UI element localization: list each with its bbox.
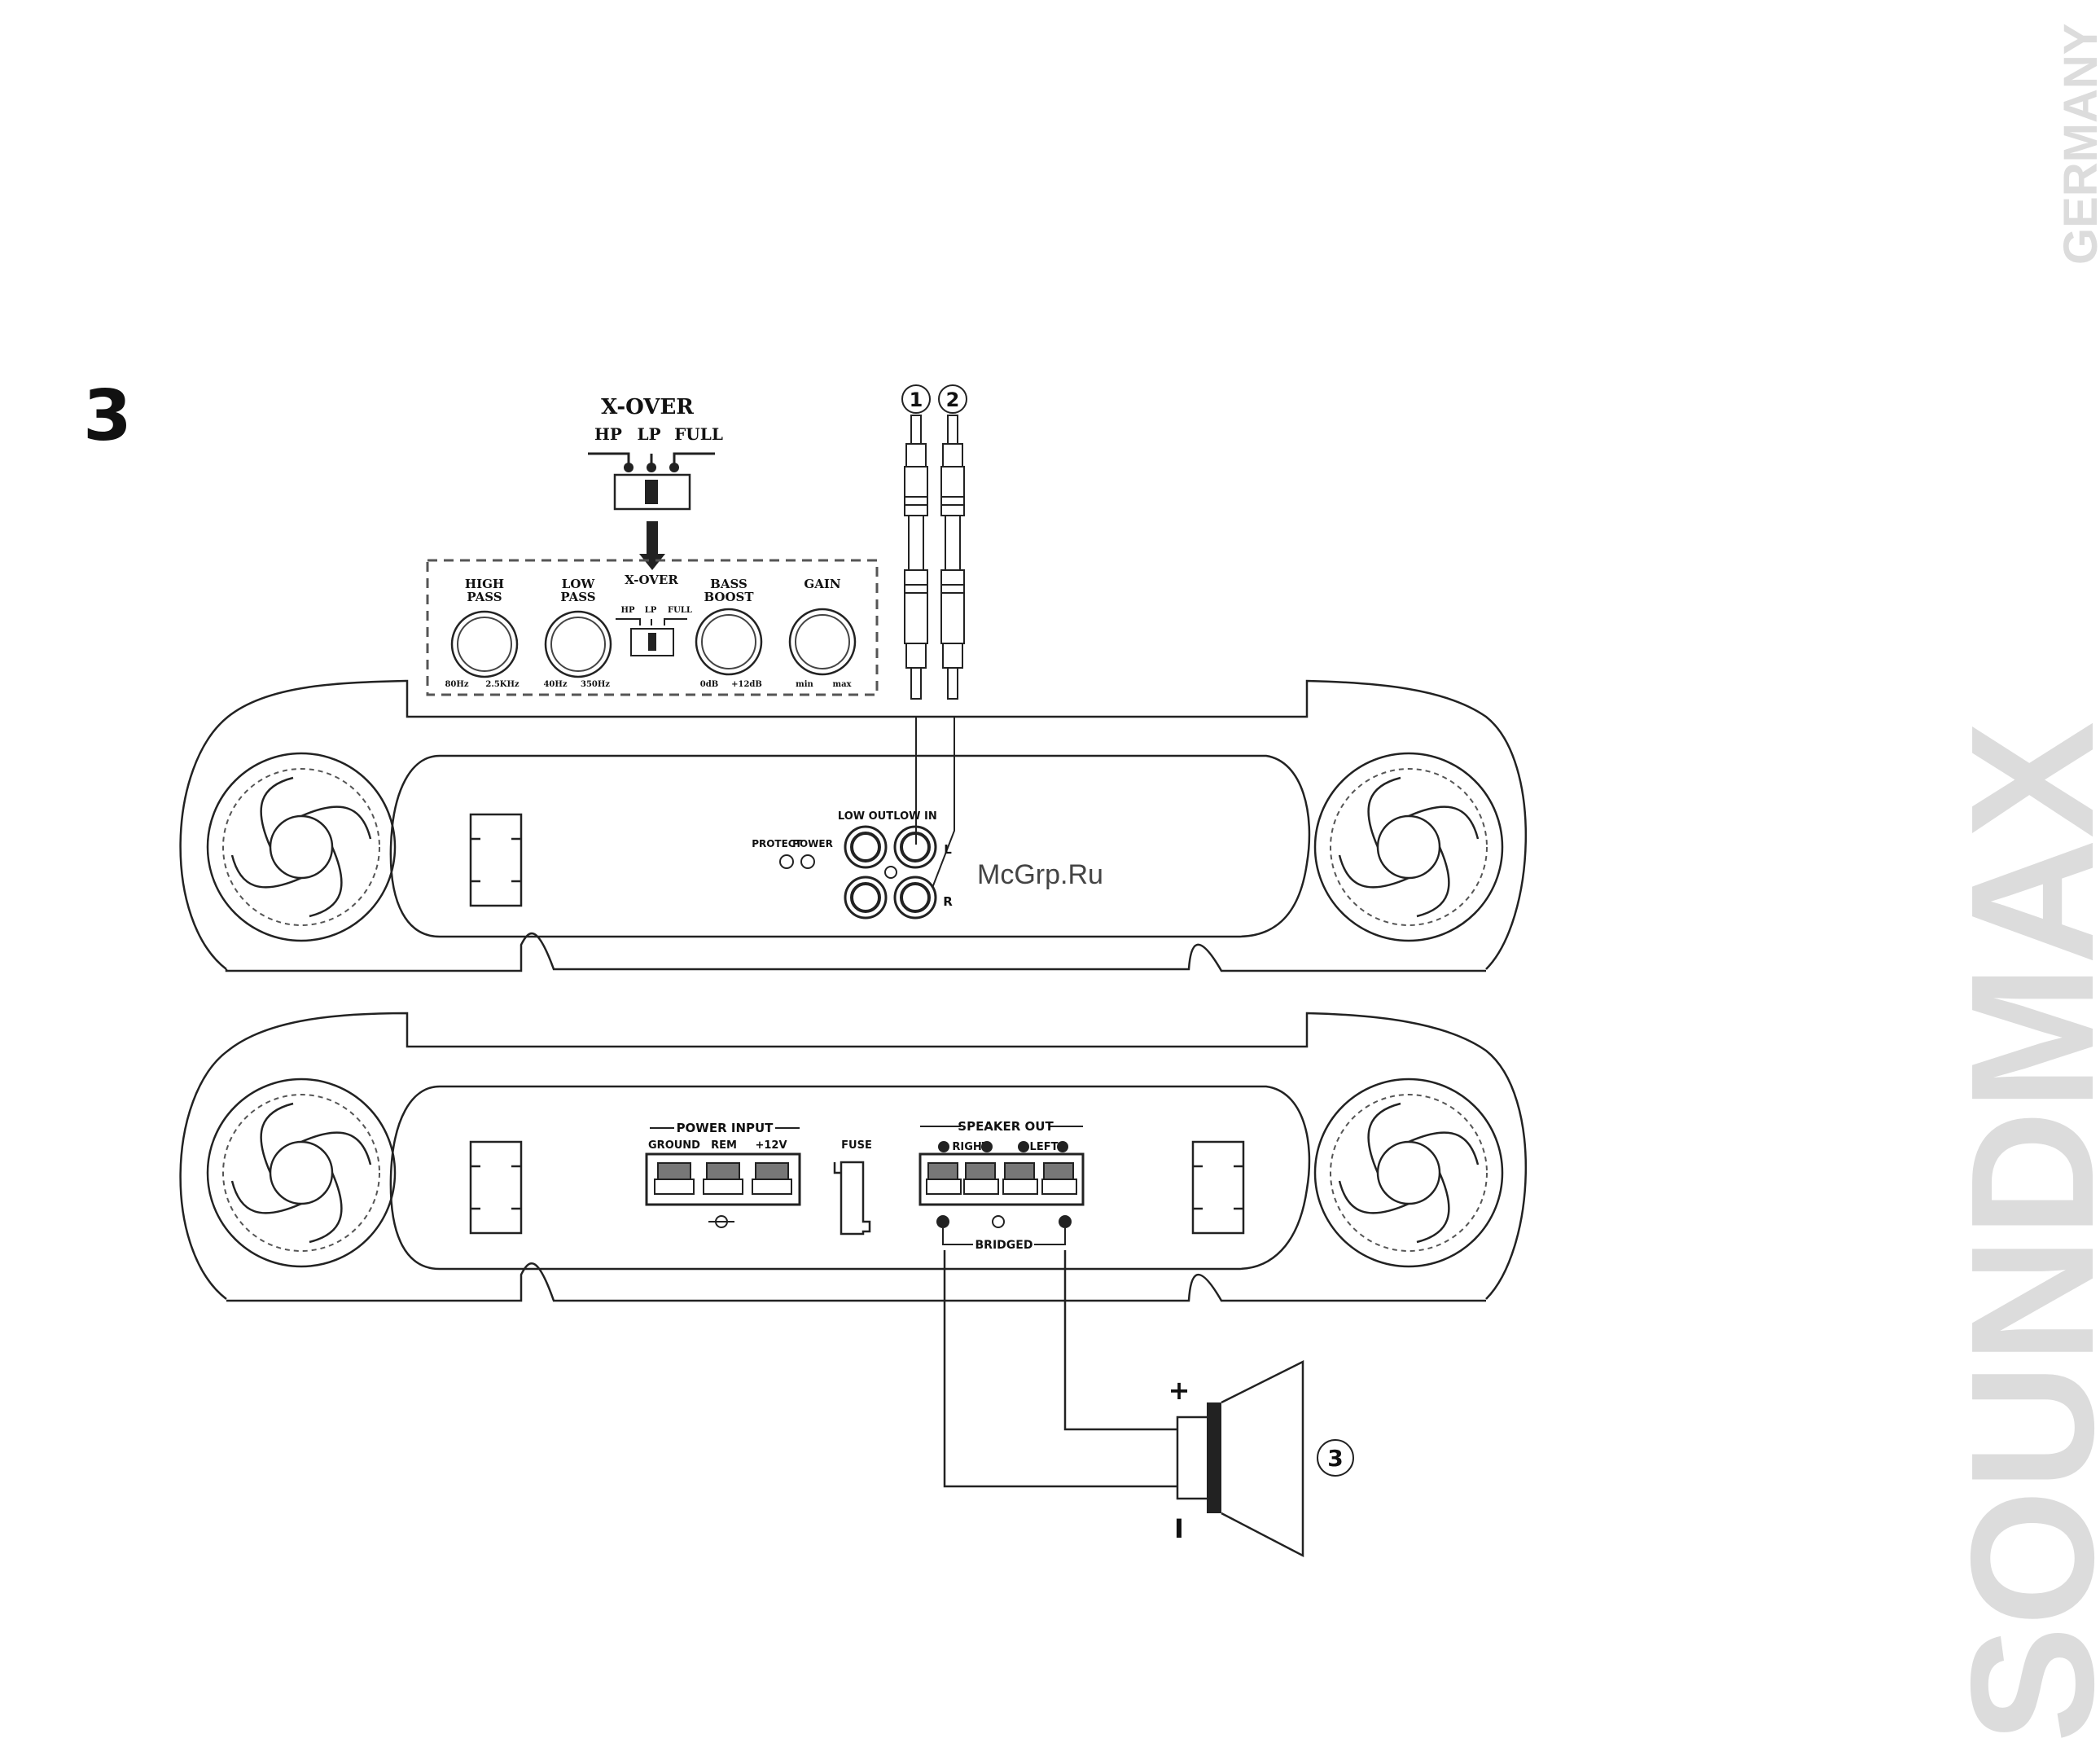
low-out-label: LOW OUT	[838, 810, 893, 823]
rca-plug-1	[905, 415, 927, 699]
figure-number: 3	[83, 375, 132, 457]
low-pass-label-2: PASS	[560, 590, 595, 604]
mount-bracket-right-rear	[1193, 1142, 1243, 1233]
svg-text:3: 3	[1327, 1445, 1343, 1472]
speaker-minus-label: I	[1174, 1513, 1184, 1544]
high-pass-min: 80Hz	[445, 680, 468, 689]
channel-left-label: L	[944, 842, 952, 857]
channel-right-label: R	[943, 894, 953, 909]
speaker-wire-negative	[945, 1250, 1177, 1486]
left-channel-label: LEFT	[1030, 1141, 1059, 1153]
rca-plug-2	[941, 415, 964, 699]
brand-sub: GERMANY	[2054, 24, 2100, 265]
low-in-right-jack	[895, 877, 936, 918]
low-out-left-jack	[845, 827, 886, 867]
bass-boost-max: +12dB	[731, 680, 762, 689]
rem-label: REM	[711, 1139, 737, 1152]
gain-max: max	[832, 680, 852, 689]
gain-knob	[790, 609, 855, 674]
low-in-label: LOW IN	[893, 810, 936, 823]
bridged-label: BRIDGED	[975, 1239, 1033, 1252]
xover-lp: LP	[645, 606, 657, 615]
svg-text:2: 2	[946, 388, 960, 411]
fuse-holder	[835, 1162, 870, 1234]
mount-bracket-left-rear	[471, 1142, 521, 1233]
speaker-icon: + I 3	[1168, 1362, 1353, 1556]
left-fan-icon	[208, 753, 395, 941]
power-input-label: POWER INPUT	[677, 1121, 774, 1135]
power-label: POWER	[792, 838, 833, 849]
high-pass-label-2: PASS	[467, 590, 502, 604]
xover-hp: HP	[621, 606, 635, 615]
low-out-right-jack	[845, 877, 886, 918]
low-pass-knob	[546, 612, 611, 677]
right-fan-icon	[1315, 753, 1502, 941]
svg-text:1: 1	[910, 388, 923, 411]
amplifier-rear: POWER INPUT GROUND REM +12V FUSE SPEAKER…	[181, 1013, 1526, 1301]
controls-panel: HIGH PASS 80Hz 2.5KHz LOW PASS 40Hz 350H…	[427, 560, 877, 695]
amplifier-front: PROTECT POWER LOW OUT LOW IN L R	[181, 681, 1526, 971]
high-pass-knob	[452, 612, 517, 677]
xover-zoom-title: X-OVER	[601, 395, 694, 419]
low-in-left-jack	[895, 827, 936, 867]
bass-boost-min: 0dB	[700, 680, 718, 689]
speaker-out-label: SPEAKER OUT	[958, 1119, 1054, 1134]
xover-zoom-lp: LP	[637, 424, 660, 444]
xover-zoom-full: FULL	[674, 424, 723, 444]
right-fan-icon-rear	[1315, 1079, 1502, 1266]
xover-zoom: X-OVER HP LP FULL	[588, 395, 723, 570]
high-pass-max: 2.5KHz	[485, 680, 520, 689]
gain-min: min	[796, 680, 813, 689]
bass-boost-label-2: BOOST	[704, 590, 754, 604]
left-fan-icon-rear	[208, 1079, 395, 1266]
plus12v-label: +12V	[755, 1139, 787, 1152]
watermark-text: McGrp.Ru	[977, 859, 1103, 890]
xover-label: X-OVER	[625, 573, 678, 587]
mount-bracket-left	[471, 814, 521, 906]
low-pass-max: 350Hz	[581, 680, 610, 689]
brand-logo: SOUNDMAX	[1934, 722, 2100, 1743]
low-pass-min: 40Hz	[543, 680, 567, 689]
fuse-label: FUSE	[841, 1139, 872, 1152]
xover-zoom-hp: HP	[594, 424, 622, 444]
protect-led	[780, 855, 793, 868]
speaker-plus-label: +	[1168, 1375, 1190, 1406]
ground-label: GROUND	[648, 1139, 700, 1152]
power-led	[801, 855, 814, 868]
down-arrow-icon	[639, 554, 665, 570]
bass-boost-knob	[696, 609, 761, 674]
speaker-wire-positive	[1065, 1250, 1177, 1429]
xover-full: FULL	[668, 606, 692, 615]
gain-label: GAIN	[804, 577, 840, 591]
